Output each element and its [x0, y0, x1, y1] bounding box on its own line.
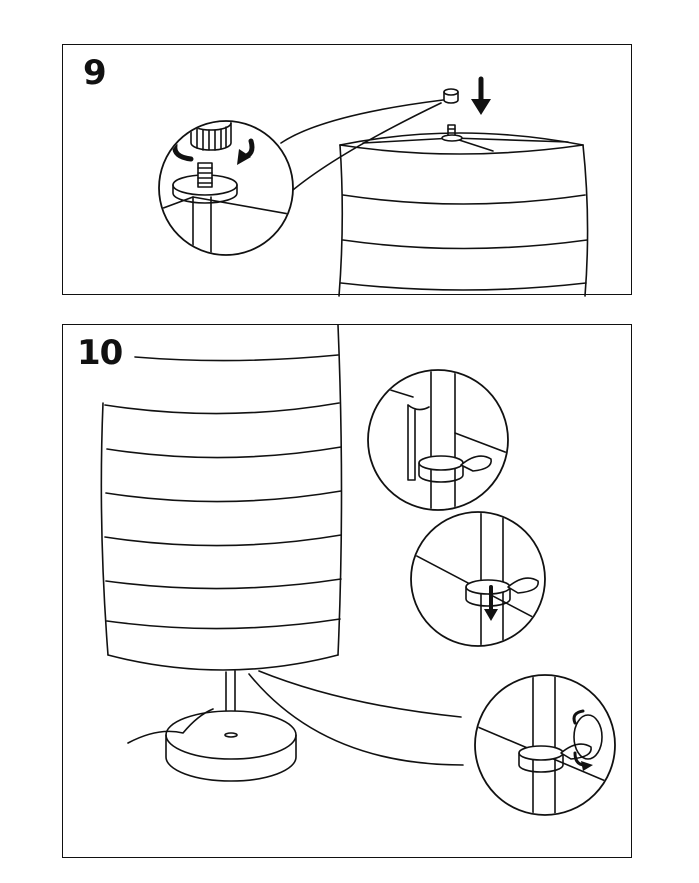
callout-line	[280, 99, 444, 144]
magnified-clip-detail-3	[474, 674, 616, 816]
step-10-panel: 10	[62, 324, 632, 858]
magnified-clip-detail-1	[367, 369, 509, 511]
cap-with-arrow	[443, 76, 491, 115]
step-10-illustration	[100, 324, 616, 816]
power-cord	[127, 708, 214, 744]
step-9-illustration	[158, 76, 589, 297]
lamp-shade	[100, 324, 343, 671]
magnified-knob-detail	[158, 120, 294, 256]
step-number: 10	[77, 333, 123, 373]
callout-line	[248, 673, 464, 766]
step-number: 9	[83, 53, 107, 93]
callout-line	[286, 102, 442, 196]
lamp-base	[127, 670, 297, 782]
lamp-shade	[338, 124, 589, 297]
magnified-clip-detail-2	[410, 511, 546, 647]
step-9-panel: 9	[62, 44, 632, 297]
callout-line	[258, 670, 462, 718]
